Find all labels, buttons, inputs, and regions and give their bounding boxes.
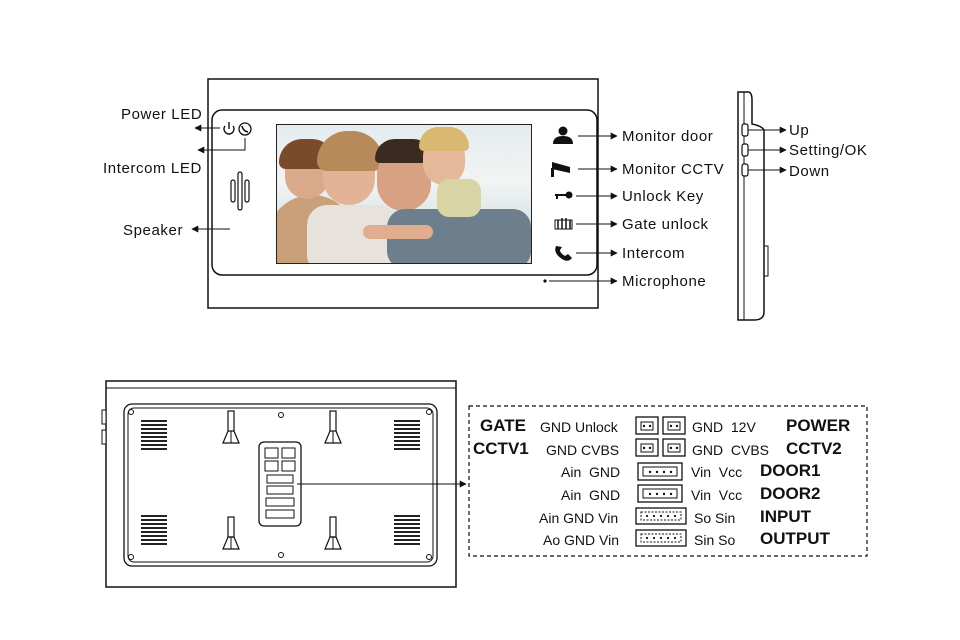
down-label: Down [789,163,830,180]
monitor-door-label: Monitor door [622,128,714,145]
intercom-led-label: Intercom LED [103,160,202,177]
setting-ok-label: Setting/OK [789,142,868,159]
up-label: Up [789,122,810,139]
speaker-label: Speaker [123,222,184,239]
power-led-label: Power LED [121,106,203,123]
gate-connector [635,416,659,435]
handset-icon [555,246,572,261]
output-left-pins: Ao GND Vin [543,532,619,548]
camera-icon [551,162,570,177]
output-right-pins: Sin So [694,532,736,548]
speaker-slot [237,171,243,211]
cctv2-connector [662,438,686,457]
cctv1-connector [635,438,659,457]
monitor-screen-photo [276,124,532,264]
setting-ok-button[interactable] [741,143,749,157]
cctv2-pins: GND CVBS [692,442,770,458]
door1-right-pins: Vin Vcc [691,464,743,480]
gate-unlock-label: Gate unlock [622,216,709,233]
gate-icon [554,218,573,230]
door1-connector [637,462,683,481]
door2-left-pins: Ain GND [561,487,621,503]
side-view [737,91,787,321]
monitor-cctv-label: Monitor CCTV [622,161,725,178]
input-title: INPUT [760,507,811,526]
cctv1-title: CCTV1 [473,439,529,458]
wiring-diagram [468,405,868,557]
back-view [101,380,467,588]
person-icon [553,126,573,144]
speaker-slot [244,179,250,203]
cctv1-pins: GND CVBS [546,442,620,458]
key-icon [555,191,573,199]
intercom-led-icon [238,122,252,136]
output-title: OUTPUT [760,529,830,548]
power-connector [662,416,686,435]
microphone-hole [543,279,547,283]
unlock-key-label: Unlock Key [622,188,704,205]
door2-connector [637,484,683,503]
down-button[interactable] [741,163,749,177]
door1-left-pins: Ain GND [561,464,621,480]
power-pins: GND 12V [692,419,756,435]
cctv2-title: CCTV2 [786,439,842,458]
door2-title: DOOR2 [760,484,821,503]
gate-pins: GND Unlock [540,419,618,435]
door1-title: DOOR1 [760,461,821,480]
up-button[interactable] [741,123,749,137]
input-left-pins: Ain GND Vin [539,510,619,526]
input-right-pins: So Sin [694,510,736,526]
door2-right-pins: Vin Vcc [691,487,743,503]
power-icon [223,122,235,135]
power-title: POWER [786,416,851,435]
gate-title: GATE [480,416,526,435]
speaker-slot [230,179,236,203]
microphone-label: Microphone [622,273,707,290]
intercom-label: Intercom [622,245,686,262]
